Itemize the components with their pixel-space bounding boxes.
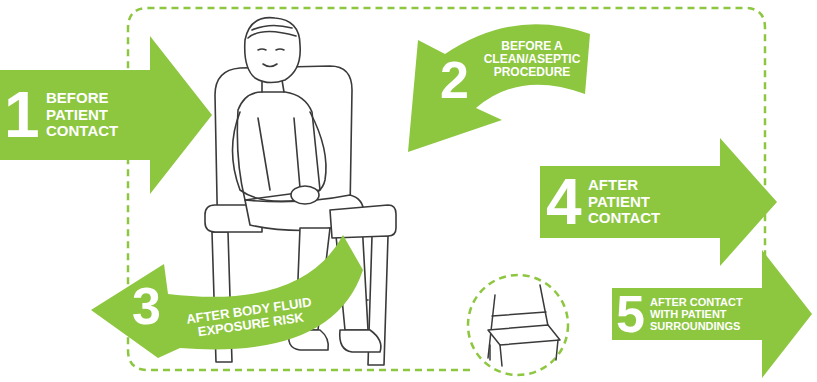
moment-arrow: 5AFTER CONTACT WITH PATIENT SURROUNDINGS — [612, 250, 812, 378]
moment-arrow: 1BEFORE PATIENT CONTACT — [0, 36, 212, 194]
moment-number: 3 — [132, 280, 164, 332]
arrow-shape — [390, 12, 595, 157]
arrow-fill — [540, 138, 777, 266]
arrow-fill — [0, 36, 212, 194]
moment-number: 4 — [546, 170, 586, 234]
moment-arrow: 3AFTER BODY FLUID EXPOSURE RISK — [88, 232, 363, 360]
arrow-fill — [408, 24, 590, 152]
moment-number: 5 — [616, 288, 648, 340]
arrow-fill — [612, 250, 812, 378]
moment-label: AFTER PATIENT CONTACT — [588, 177, 692, 227]
moment-arrow: 4AFTER PATIENT CONTACT — [540, 138, 777, 266]
moment-label: BEFORE A CLEAN/ASEPTIC PROCEDURE — [480, 40, 584, 80]
moment-label: BEFORE PATIENT CONTACT — [46, 90, 146, 140]
moment-number: 2 — [440, 54, 472, 106]
empty-chair-figure — [488, 285, 560, 366]
arrow-shape — [88, 232, 363, 360]
arrow-fill — [91, 235, 363, 358]
moment-number: 1 — [4, 83, 44, 147]
moment-label: AFTER CONTACT WITH PATIENT SURROUNDINGS — [650, 296, 754, 332]
surroundings-circle — [468, 275, 568, 375]
moment-arrow: 2BEFORE A CLEAN/ASEPTIC PROCEDURE — [390, 12, 595, 157]
